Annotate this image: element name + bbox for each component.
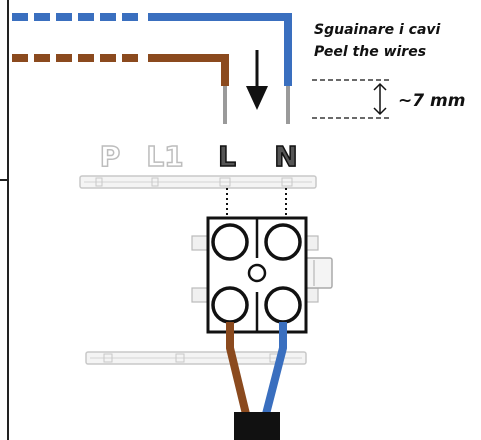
- hole-l-bottom: [211, 286, 249, 324]
- terminal-block: [191, 216, 333, 334]
- blue-wire-outgoing: [262, 322, 287, 415]
- panel-edge: [0, 0, 9, 440]
- instruction-english: Peel the wires: [314, 44, 426, 60]
- lower-rail: [85, 351, 307, 365]
- guide-lines: [226, 188, 287, 222]
- upper-rail: [79, 175, 317, 189]
- terminal-labels: P L1 L N: [99, 139, 298, 174]
- hole-l-top: [211, 223, 249, 261]
- terminal-label-l1: L1: [146, 140, 183, 173]
- center-screw-icon: [247, 263, 267, 283]
- hole-n-bottom: [264, 286, 302, 324]
- brown-wire-outgoing: [226, 322, 250, 415]
- insert-arrow-icon: [246, 50, 268, 110]
- cable-sheath: [234, 412, 280, 440]
- terminal-label-n: N: [274, 140, 297, 173]
- brown-wire-incoming: [12, 54, 229, 124]
- terminal-label-l: L: [218, 140, 236, 173]
- instruction-italian: Sguainare i cavi: [314, 22, 441, 38]
- hole-n-top: [264, 223, 302, 261]
- blue-wire-incoming: [12, 13, 292, 124]
- strip-length-indicator: [312, 79, 392, 119]
- strip-length-value: ~7 mm: [398, 91, 465, 111]
- terminal-label-p: P: [100, 140, 121, 173]
